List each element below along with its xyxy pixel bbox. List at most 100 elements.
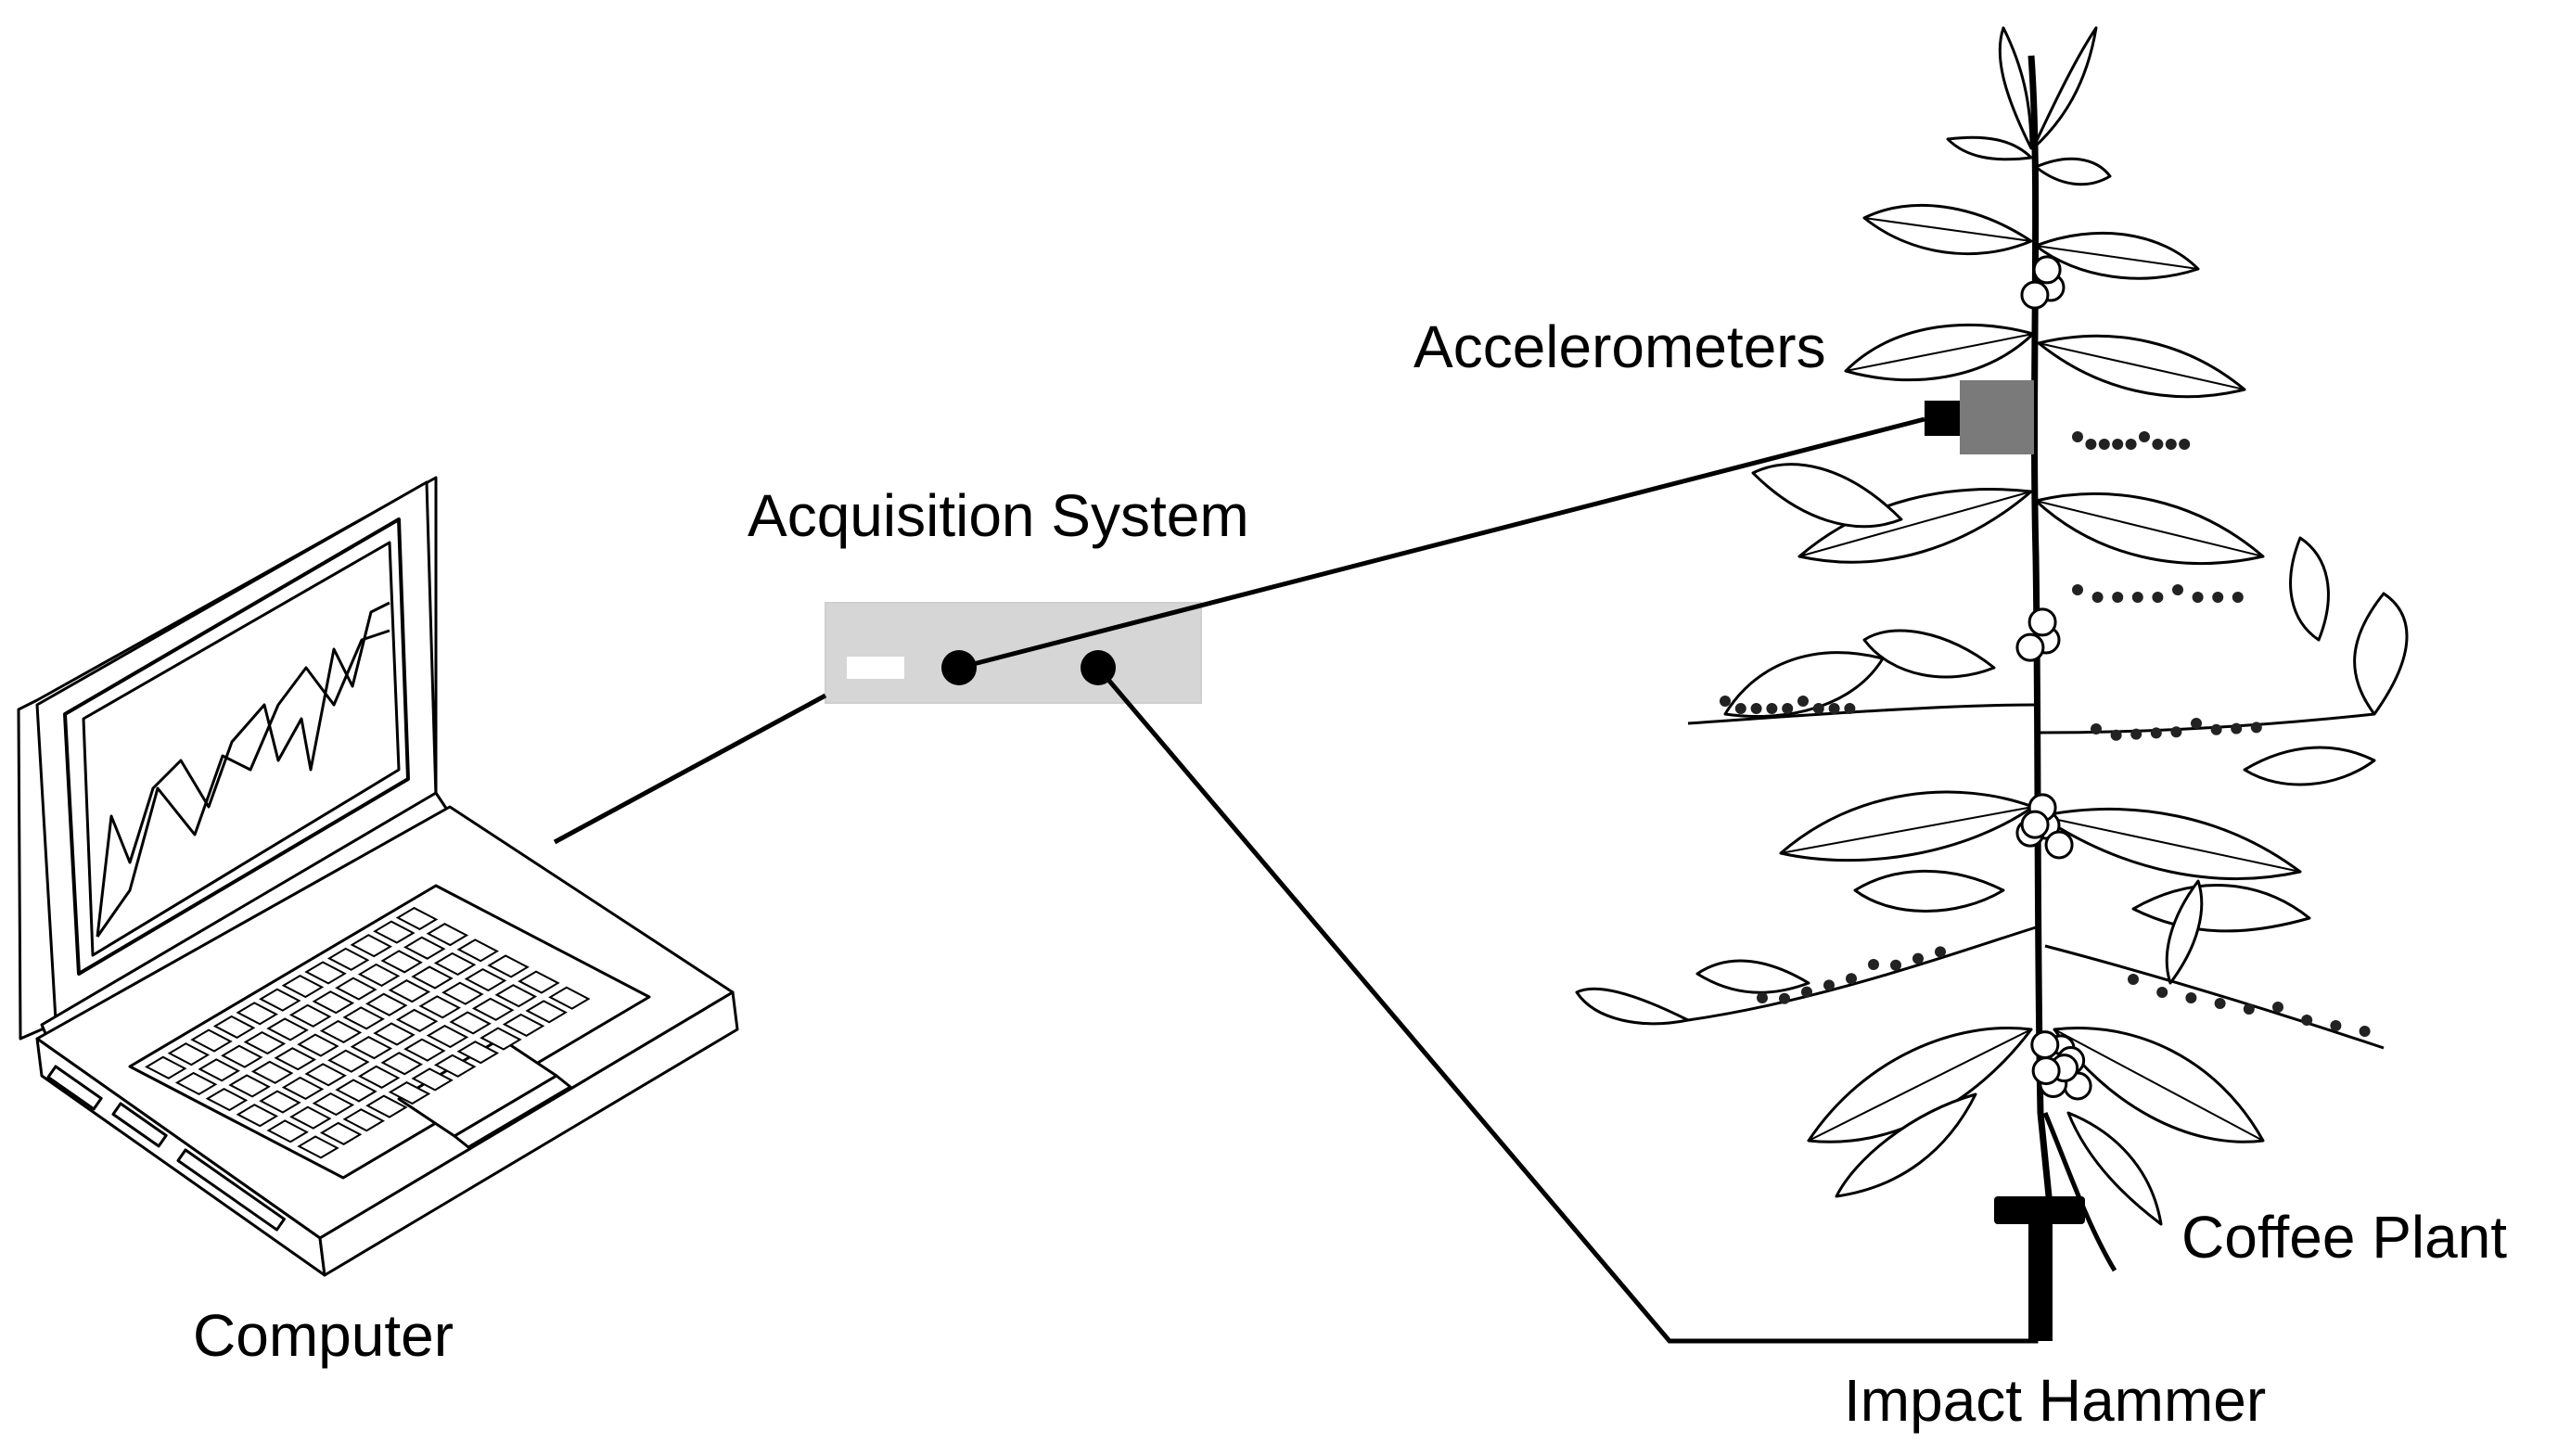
coffee-flower-bud [2072,584,2083,595]
keyboard-key [456,1041,500,1065]
keyboard-key [174,1071,218,1095]
accelerometers-label: Accelerometers [1413,313,1826,380]
keyboard-key [388,1080,431,1105]
cable-acquisition-to-accelerometer [958,416,1925,671]
coffee-flower-bud [2212,592,2224,603]
coffee-berry [2031,1056,2061,1086]
keyboard-key [426,923,469,947]
coffee-berry [2030,1030,2060,1060]
coffee-flower-bud [2085,439,2097,450]
coffee-flower-bud [1720,696,1731,707]
keyboard-key [274,1047,317,1071]
keyboard-key [243,1030,287,1055]
keyboard-key [357,1065,401,1089]
coffee-flower-bud [2125,439,2137,450]
keyboard-key [304,961,347,985]
keyboard-key [411,1067,454,1092]
coffee-flower-bud [2250,722,2262,734]
coffee-flower-bud [2131,592,2143,603]
keyboard-key [449,1011,492,1035]
keyboard-key [365,1094,408,1118]
coffee-flower-bud [2128,974,2139,985]
coffee-flower-bud [2112,439,2124,450]
keyboard-key [289,1105,332,1130]
keyboard-key [288,1003,332,1028]
coffee-flower-bud [2330,1020,2342,1031]
keyboard-key [388,979,431,1003]
keyboard-key [335,1079,377,1103]
coffee-flower-bud [2130,728,2142,740]
keyboard-key [319,1121,363,1145]
coffee-berry [2020,810,2050,839]
coffee-flower-bud [1823,979,1835,991]
coffee-flower-bud [1801,986,1812,998]
keyboard-key [304,1063,347,1087]
keyboard-key [342,1006,385,1030]
coffee-flower-bud [2172,584,2183,595]
keyboard-key [548,986,591,1010]
keyboard-key [190,1028,233,1053]
coffee-flower-bud [2214,998,2226,1009]
coffee-berry [2027,607,2057,637]
keyboard-key [266,1119,309,1143]
coffee-flower-bud [2232,592,2244,603]
keyboard-key [471,997,515,1021]
coffee-flower-bud [1935,946,1946,958]
keyboard-key [456,939,499,963]
keyboard-key [395,906,439,931]
coffee-flower-bud [2192,592,2204,603]
keyboard-key [426,1024,469,1049]
coffee-flower-bud [1844,703,1856,714]
coffee-flower-bud [2072,431,2083,442]
keyboard-key [236,1002,278,1026]
keyboard-key [228,1074,271,1098]
keyboard-key [297,1135,339,1159]
coffee-berry [2020,280,2050,310]
coffee-flower-bud [1757,992,1768,1003]
coffee-flower-bud [1846,973,1857,985]
keyboard-key [380,950,423,974]
acquisition-display [847,657,904,679]
keyboard-key [433,1054,477,1078]
keyboard-key [266,1017,309,1041]
keyboard-key [441,981,484,1005]
keyboard-key [205,1087,249,1112]
coffee-plant-veins [1780,217,2301,1142]
impact-hammer-icon [1994,1196,2085,1341]
keyboard-key [373,1022,416,1046]
keyboard-key [411,965,454,990]
keyboard-key [464,967,507,992]
keyboard-key [342,1108,385,1132]
keyboard-key [525,1000,568,1024]
laptop-keyboard [144,906,591,1159]
accelerometer-icon [1925,380,2034,454]
coffee-flower-bud [1868,959,1879,970]
coffee-flower-bud [1890,959,1901,971]
coffee-berries [2015,255,2092,1101]
keyboard-key [403,1038,446,1062]
coffee-berry [2044,830,2074,860]
coffee-flower-bud [1812,703,1824,714]
keyboard-key [418,995,461,1019]
coffee-flower-bud [2091,723,2102,734]
keyboard-key [518,970,560,994]
coffee-flower-bud [1766,703,1778,714]
keyboard-key [365,992,408,1016]
coffee-flower-bud [2272,1002,2283,1013]
coffee-flower-bud [1912,952,1924,964]
coffee-flower-bud [2110,729,2122,741]
coffee-flower-bud [2152,592,2164,603]
keyboard-key [144,1055,187,1079]
keyboard-key [494,984,538,1008]
keyboard-key [502,1013,545,1038]
keyboard-key [312,990,355,1015]
coffee-flower-bud [2170,726,2182,738]
keyboard-key [212,1015,256,1039]
keyboard-key [326,947,370,971]
keyboard-key [198,1058,240,1082]
coffee-flower-bud [2301,1015,2313,1026]
keyboard-key [167,1042,211,1066]
coffee-flower-bud [2185,992,2197,1003]
keyboard-key [403,936,446,960]
